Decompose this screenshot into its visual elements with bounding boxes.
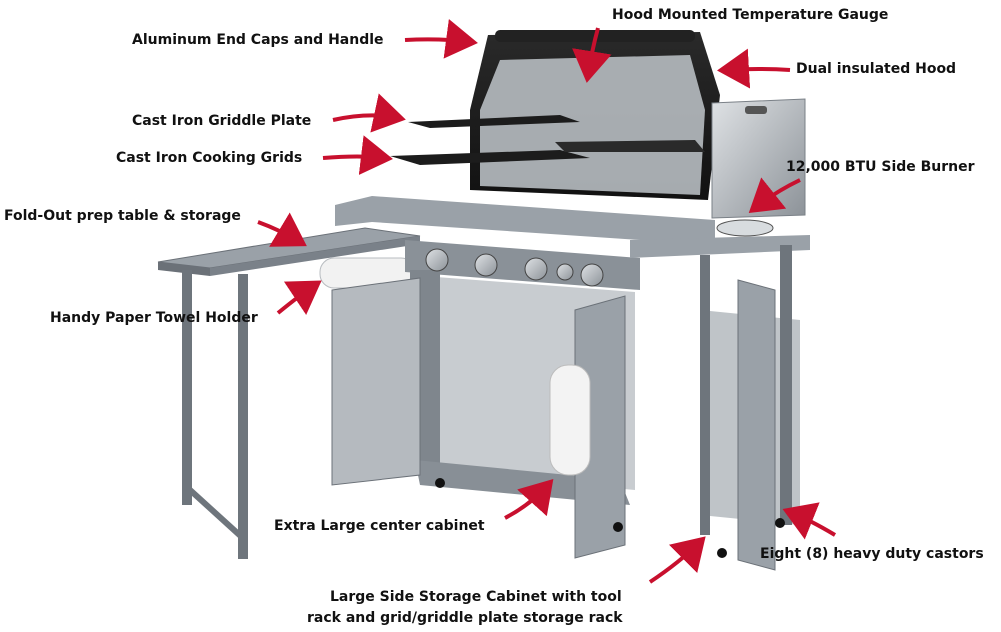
label-hood-gauge: Hood Mounted Temperature Gauge (612, 7, 889, 23)
propane-tank (549, 364, 591, 476)
left-cabinet-door (331, 277, 421, 486)
label-grids: Cast Iron Cooking Grids (116, 150, 303, 166)
center-cabinet-door (574, 295, 626, 559)
label-side-cabinet-1: Large Side Storage Cabinet with tool (330, 589, 622, 605)
label-dual-hood: Dual insulated Hood (796, 61, 957, 77)
callout-arrows (257, 19, 837, 584)
label-prep-table: Fold-Out prep table & storage (4, 208, 241, 224)
cooking-grids (390, 150, 590, 165)
label-castors: Eight (8) heavy duty castors (760, 546, 984, 562)
label-towel-holder: Handy Paper Towel Holder (50, 310, 258, 326)
griddle-plate (408, 115, 580, 128)
label-end-caps: Aluminum End Caps and Handle (132, 32, 384, 48)
right-cabinet-door (737, 279, 776, 571)
fold-out-prep-table (157, 227, 421, 559)
control-knobs (425, 248, 604, 287)
grill-hood (470, 30, 720, 200)
castors (435, 478, 785, 558)
label-griddle: Cast Iron Griddle Plate (132, 113, 312, 129)
label-side-cabinet-2: rack and grid/griddle plate storage rack (307, 610, 623, 626)
label-center-cabinet: Extra Large center cabinet (274, 518, 485, 534)
label-side-burner: 12,000 BTU Side Burner (786, 159, 975, 175)
